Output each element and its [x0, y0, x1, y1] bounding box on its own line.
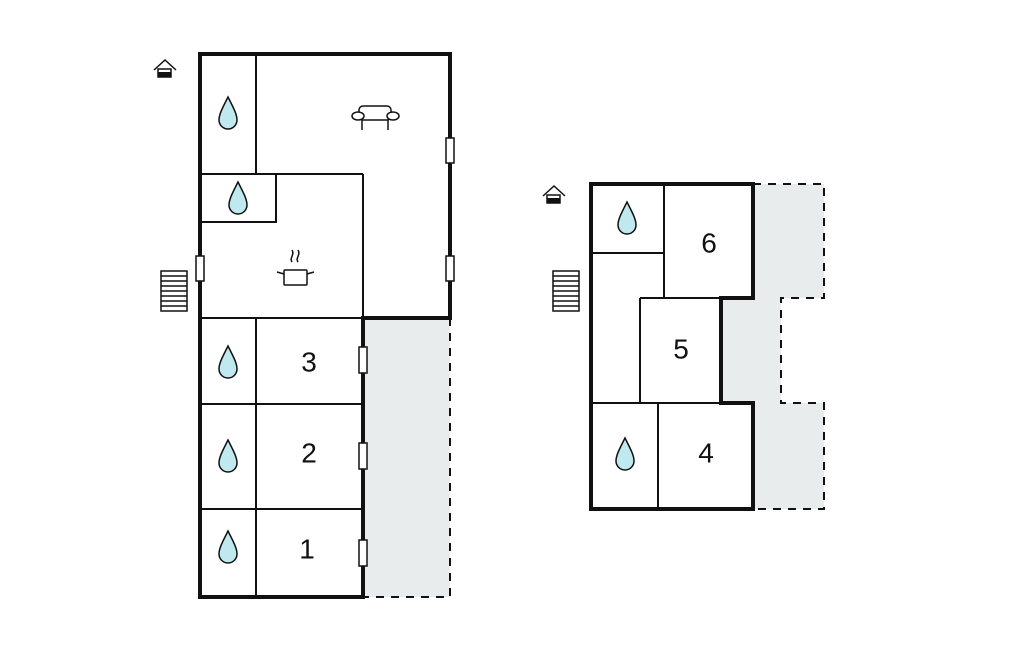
left-terrace-outline: [363, 318, 451, 598]
left-floor-plan: 3 2 1: [153, 52, 455, 599]
window-icon: [358, 442, 368, 470]
water-drop-icon: [218, 438, 238, 473]
window-icon: [195, 255, 205, 282]
water-drop-icon: [218, 344, 238, 379]
house-floor-icon: [153, 58, 177, 78]
window-icon: [445, 255, 455, 282]
right-floor-plan: 6 5 4: [542, 182, 825, 511]
water-drop-icon: [228, 180, 248, 215]
room-number-1: 1: [299, 533, 315, 564]
room-number-5: 5: [673, 333, 689, 364]
stairs-icon: [552, 270, 580, 312]
room-number-6: 6: [701, 227, 717, 258]
right-terrace-outline: [753, 183, 825, 510]
water-drop-icon: [615, 436, 635, 471]
cooking-pot-icon: [276, 249, 315, 286]
water-drop-icon: [617, 200, 637, 235]
house-floor-icon: [542, 184, 566, 204]
window-icon: [358, 346, 368, 374]
water-drop-icon: [218, 95, 238, 130]
room-number-4: 4: [698, 437, 714, 468]
window-icon: [445, 137, 455, 164]
water-drop-icon: [218, 529, 238, 564]
room-number-3: 3: [301, 346, 317, 377]
stairs-icon: [160, 270, 188, 312]
right-terrace: [721, 184, 824, 509]
room-number-2: 2: [301, 437, 317, 468]
window-icon: [358, 539, 368, 567]
sofa-icon: [351, 105, 400, 130]
left-small-bath: [199, 173, 277, 223]
left-terrace: [363, 318, 450, 597]
